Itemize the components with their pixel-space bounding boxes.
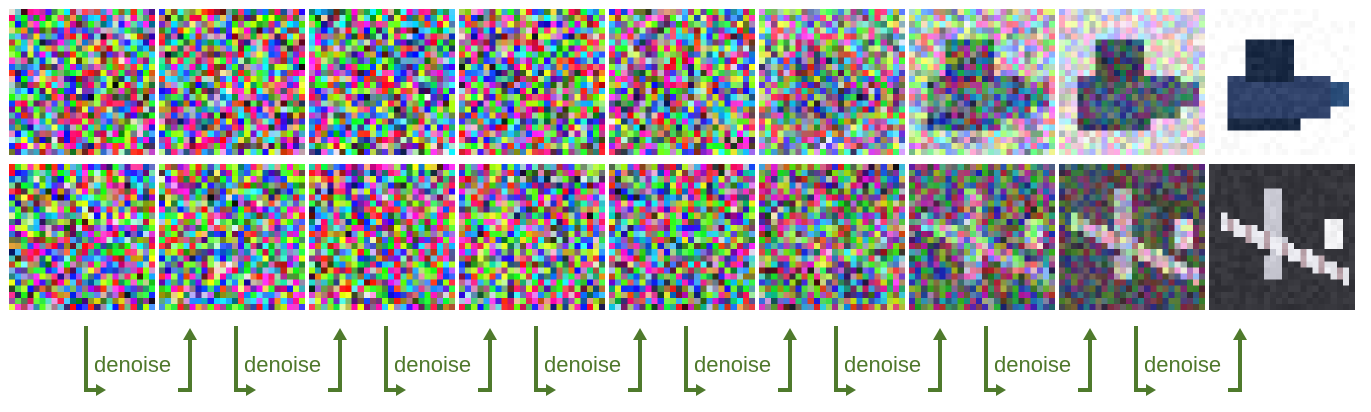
denoise-label: denoise [244,352,321,377]
bent-arrow-icon [928,340,942,392]
truck-tile-step-3 [309,9,455,155]
bent-arrow-icon [1228,340,1242,392]
bent-arrow-icon [1134,326,1148,392]
arrowhead-right-icon [696,384,706,396]
denoise-label: denoise [994,352,1071,377]
truck-tile-step-5 [609,9,755,155]
arrowhead-up-icon [183,328,197,340]
airplane-tile-step-2 [159,164,305,310]
bent-arrow-icon [384,326,398,392]
arrowhead-up-icon [933,328,947,340]
bent-arrow-icon [328,340,342,392]
arrowhead-right-icon [846,384,856,396]
airplane-tile-step-5 [609,164,755,310]
arrowhead-right-icon [246,384,256,396]
arrowhead-up-icon [633,328,647,340]
denoise-step-8: denoise [1134,326,1247,396]
arrowhead-up-icon [783,328,797,340]
truck-tile-step-7 [909,9,1055,155]
arrowhead-up-icon [1233,328,1247,340]
denoise-step-4: denoise [534,326,647,396]
airplane-tile-step-7 [909,164,1055,310]
bent-arrow-icon [1078,340,1092,392]
denoise-label: denoise [1144,352,1221,377]
denoise-label: denoise [394,352,471,377]
bent-arrow-icon [84,326,98,392]
truck-tile-step-8 [1059,9,1205,155]
denoise-label: denoise [94,352,171,377]
bent-arrow-icon [984,326,998,392]
denoise-label: denoise [544,352,621,377]
truck-tile-step-6 [759,9,905,155]
bent-arrow-icon [628,340,642,392]
bent-arrow-icon [234,326,248,392]
arrowhead-right-icon [996,384,1006,396]
denoise-step-7: denoise [984,326,1097,396]
arrowhead-right-icon [1146,384,1156,396]
truck-tile-step-1 [9,9,155,155]
denoise-step-5: denoise [684,326,797,396]
arrowhead-up-icon [483,328,497,340]
bent-arrow-icon [684,326,698,392]
bent-arrow-icon [534,326,548,392]
airplane-tile-step-6 [759,164,905,310]
arrowhead-right-icon [396,384,406,396]
truck-tile-step-9 [1209,9,1355,155]
airplane-tile-step-1 [9,164,155,310]
arrowhead-right-icon [546,384,556,396]
denoise-arrow-row: denoise denoise denoise denoise denoise denoi… [84,326,1247,396]
bent-arrow-icon [834,326,848,392]
truck-tile-step-2 [159,9,305,155]
denoise-step-6: denoise [834,326,947,396]
bent-arrow-icon [478,340,492,392]
denoise-label: denoise [844,352,921,377]
arrowhead-up-icon [1083,328,1097,340]
arrowhead-right-icon [96,384,106,396]
airplane-tile-step-4 [459,164,605,310]
denoise-label: denoise [694,352,771,377]
bent-arrow-icon [778,340,792,392]
bent-arrow-icon [178,340,192,392]
arrowhead-up-icon [333,328,347,340]
airplane-tile-step-8 [1059,164,1205,310]
truck-tile-step-4 [459,9,605,155]
denoise-step-2: denoise [234,326,347,396]
denoise-step-3: denoise [384,326,497,396]
airplane-tile-step-3 [309,164,455,310]
airplane-tile-step-9 [1209,164,1355,310]
denoise-step-1: denoise [84,326,197,396]
